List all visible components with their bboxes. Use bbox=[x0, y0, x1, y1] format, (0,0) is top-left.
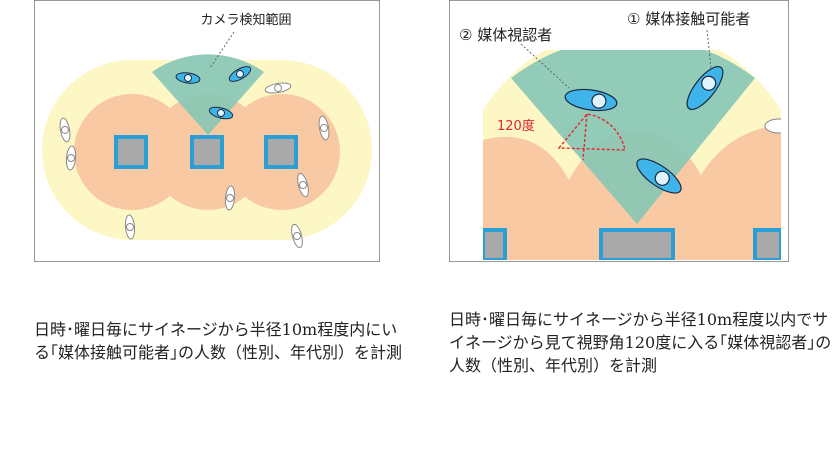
outside-zone-right bbox=[719, 50, 781, 110]
angle-label: 120度 bbox=[497, 118, 535, 134]
left-diagram: カメラ検知範囲 bbox=[33, 0, 381, 263]
outside-zone-left bbox=[483, 50, 545, 110]
angle-marker-line bbox=[582, 113, 588, 161]
people-detected bbox=[175, 66, 252, 120]
people-detected bbox=[564, 66, 724, 194]
left-caption: 日時･曜日毎にサイネージから半径10m程度内にいる｢媒体接触可能者｣の人数（性別… bbox=[34, 320, 403, 362]
contact-label: ① 媒体接触可能者 bbox=[627, 10, 750, 28]
left-diagram-svg: カメラ検知範囲 bbox=[33, 0, 381, 263]
camera-label-leader bbox=[209, 31, 235, 69]
viewer-label-leader bbox=[520, 43, 570, 89]
camera-range-label: カメラ検知範囲 bbox=[200, 12, 291, 28]
viewer-label: ② 媒体視認者 bbox=[459, 26, 552, 44]
signage-units bbox=[114, 135, 298, 169]
right-diagram: ② 媒体視認者 ① 媒体接触可能者 120度 bbox=[448, 0, 790, 263]
people-outside bbox=[59, 82, 330, 249]
right-caption: 日時･曜日毎にサイネージから半径10m程度以内でサイネージから見て視野角120度… bbox=[449, 310, 832, 375]
angle-marker bbox=[557, 113, 626, 151]
right-diagram-svg: ② 媒体視認者 ① 媒体接触可能者 120度 bbox=[448, 0, 790, 263]
people-outside bbox=[764, 118, 781, 134]
signage-units bbox=[483, 228, 781, 260]
